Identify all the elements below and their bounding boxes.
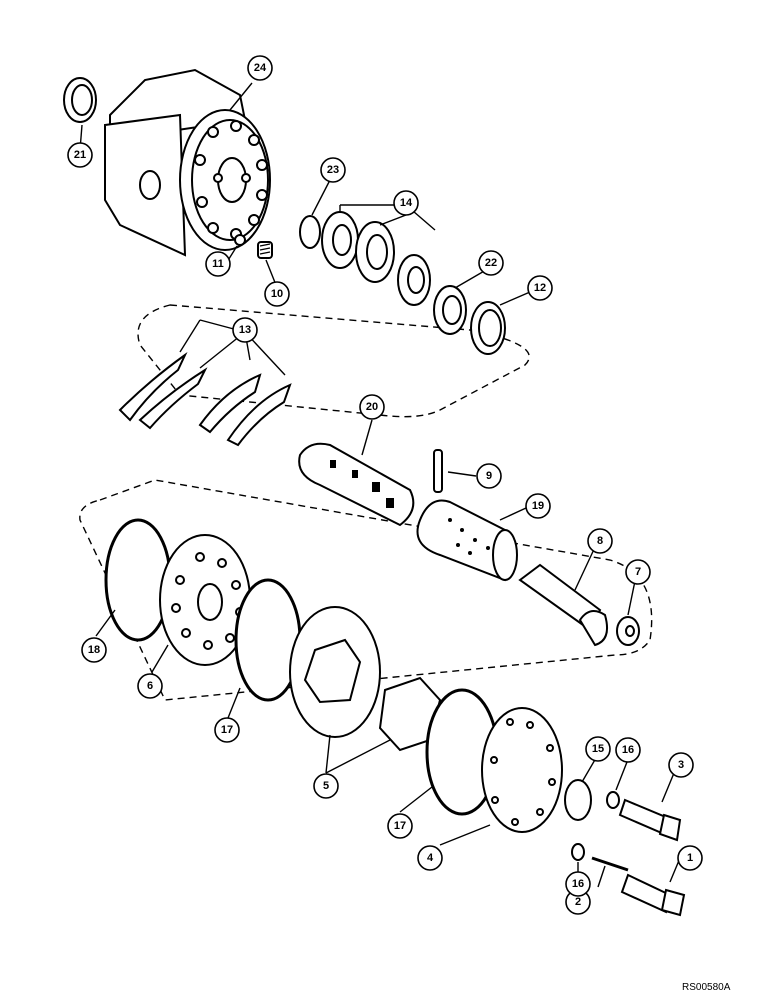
sleeve-19 bbox=[416, 499, 518, 582]
callout-11: 11 bbox=[205, 251, 231, 277]
callout-18: 18 bbox=[81, 637, 107, 663]
spring-10 bbox=[257, 241, 273, 259]
callout-9: 9 bbox=[476, 463, 502, 489]
callout-14: 14 bbox=[393, 190, 419, 216]
plug-15 bbox=[564, 779, 592, 821]
roll-pin-2 bbox=[591, 856, 629, 872]
callout-16-lower: 16 bbox=[565, 871, 591, 897]
washer-16-upper bbox=[606, 791, 620, 809]
callout-14-label: 14 bbox=[400, 197, 413, 209]
group-outline-lower bbox=[79, 479, 653, 701]
callout-3: 3 bbox=[668, 752, 694, 778]
snap-ring-23 bbox=[299, 215, 321, 249]
gerotor-set-5 bbox=[289, 606, 442, 752]
callout-5-label: 5 bbox=[323, 780, 329, 792]
callout-11-label: 11 bbox=[212, 258, 224, 270]
callout-5: 5 bbox=[313, 773, 339, 799]
callout-7-label: 7 bbox=[635, 566, 641, 578]
cap-screw-3 bbox=[618, 798, 682, 842]
callout-1: 1 bbox=[677, 845, 703, 871]
callout-23-label: 23 bbox=[327, 164, 339, 176]
end-cap-4 bbox=[481, 707, 563, 833]
callout-16-lower-label: 16 bbox=[572, 878, 584, 890]
centering-springs-13 bbox=[118, 351, 292, 447]
callout-6-label: 6 bbox=[147, 680, 153, 692]
leader-lines bbox=[79, 82, 681, 888]
seal-ring-18 bbox=[104, 518, 172, 642]
callout-12-label: 12 bbox=[534, 282, 546, 294]
callout-13-label: 13 bbox=[239, 324, 251, 336]
callout-17-upper-label: 17 bbox=[221, 724, 233, 736]
callout-19: 19 bbox=[525, 493, 551, 519]
callout-6: 6 bbox=[137, 673, 163, 699]
spacer-plate-6 bbox=[159, 534, 251, 666]
washer-16-lower bbox=[571, 843, 585, 861]
callout-7: 7 bbox=[625, 559, 651, 585]
callout-8-label: 8 bbox=[597, 535, 603, 547]
callout-10-label: 10 bbox=[271, 288, 283, 300]
callout-4: 4 bbox=[417, 845, 443, 871]
drive-shaft-8 bbox=[518, 563, 608, 647]
callout-22: 22 bbox=[478, 250, 504, 276]
spacer-7 bbox=[616, 616, 640, 646]
callout-4-label: 4 bbox=[427, 852, 434, 864]
valve-housing-24 bbox=[104, 68, 271, 257]
group-outline-upper bbox=[137, 304, 530, 418]
callout-15-label: 15 bbox=[592, 743, 604, 755]
callout-17-lower-label: 17 bbox=[394, 820, 406, 832]
callout-17-upper: 17 bbox=[214, 717, 240, 743]
callout-19-label: 19 bbox=[532, 500, 544, 512]
callout-23: 23 bbox=[320, 157, 346, 183]
check-ball-11 bbox=[234, 234, 246, 246]
callout-20: 20 bbox=[359, 394, 385, 420]
thrust-bearing-14 bbox=[321, 211, 431, 306]
washer-22 bbox=[433, 285, 467, 335]
callout-8: 8 bbox=[587, 528, 613, 554]
figure-code: RS00580A bbox=[682, 982, 731, 993]
pin-9 bbox=[433, 449, 443, 493]
callout-1-label: 1 bbox=[687, 852, 693, 864]
callout-16-upper: 16 bbox=[615, 737, 641, 763]
callout-15: 15 bbox=[585, 736, 611, 762]
callout-21-label: 21 bbox=[74, 149, 86, 161]
callout-2: 2 bbox=[565, 889, 591, 915]
seal-12 bbox=[470, 301, 506, 355]
seal-ring-21 bbox=[63, 77, 97, 123]
callout-16-upper-label: 16 bbox=[622, 744, 634, 756]
callout-18-label: 18 bbox=[88, 644, 100, 656]
callout-13: 13 bbox=[232, 317, 258, 343]
callout-20-label: 20 bbox=[366, 401, 378, 413]
callout-24: 24 bbox=[247, 55, 273, 81]
callout-21: 21 bbox=[67, 142, 93, 168]
spool-20 bbox=[298, 442, 415, 527]
callout-10: 10 bbox=[264, 281, 290, 307]
callout-22-label: 22 bbox=[485, 257, 497, 269]
callout-24-label: 24 bbox=[254, 62, 267, 74]
callout-12: 12 bbox=[527, 275, 553, 301]
callout-17-lower: 17 bbox=[387, 813, 413, 839]
callout-2-label: 2 bbox=[575, 896, 581, 908]
cap-screw-1 bbox=[620, 873, 686, 917]
callout-9-label: 9 bbox=[486, 470, 492, 482]
callout-3-label: 3 bbox=[678, 759, 684, 771]
